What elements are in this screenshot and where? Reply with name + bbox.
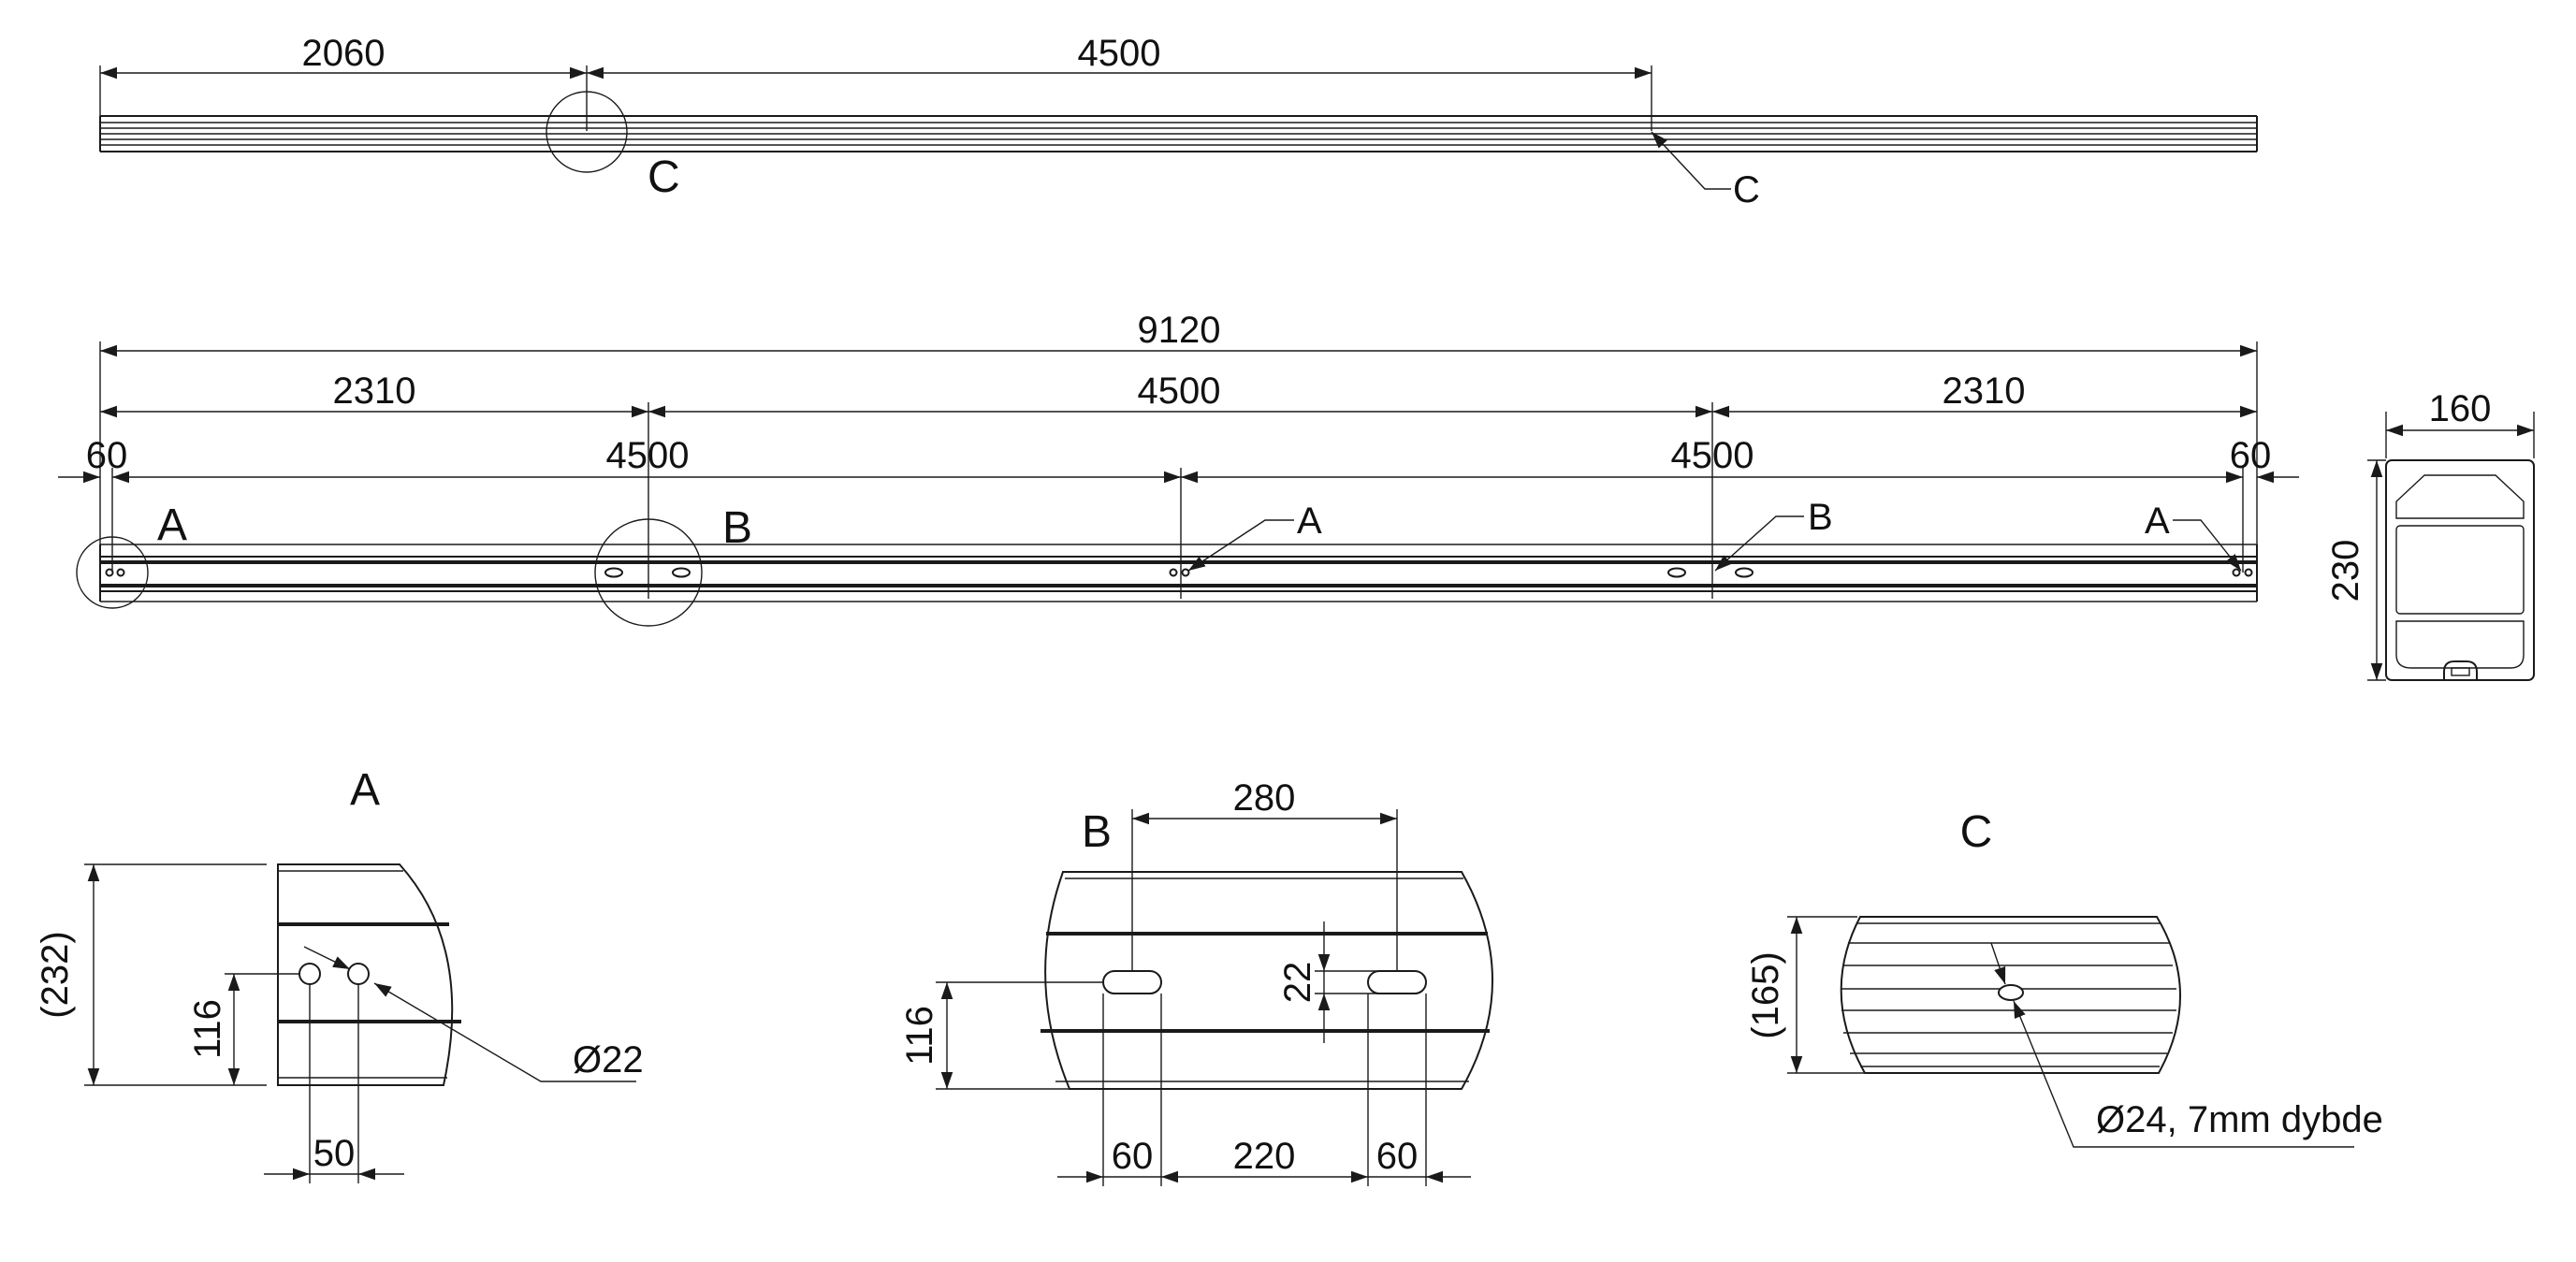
dimension-label: (232)	[35, 931, 76, 1018]
dimension-label: 230	[2325, 540, 2366, 602]
detail-a: A (232) 116 50 Ø22	[35, 765, 644, 1183]
callout-label: Ø22	[573, 1039, 644, 1081]
dimension-label: 4500	[606, 435, 690, 476]
slot	[1367, 970, 1427, 994]
dimension-label: 4500	[1138, 370, 1221, 412]
dimension-label: 220	[1233, 1136, 1296, 1177]
dimension-label: 60	[1112, 1136, 1154, 1177]
dimension-label: 2310	[1943, 370, 2026, 412]
dimension-label: 22	[1277, 962, 1318, 1004]
callout-label: Ø24, 7mm dybde	[2096, 1099, 2383, 1140]
hole	[105, 568, 114, 577]
detail-label: A	[157, 500, 187, 550]
dimension-label: 280	[1233, 777, 1296, 819]
hole	[298, 963, 321, 985]
detail-a-outline	[277, 863, 461, 1086]
detail-c-circle	[546, 91, 628, 173]
leader-line	[1714, 515, 1804, 572]
detail-b-outline	[1041, 871, 1493, 1090]
side-view: 9120 2310 4500 2310 60 4500 4500 60	[58, 310, 2299, 627]
detail-label: C	[648, 152, 680, 202]
detail-b: B 280 22 116	[899, 777, 1493, 1186]
hole	[1169, 568, 1178, 577]
dimension-label: (165)	[1745, 951, 1786, 1038]
dimension-label: 60	[1376, 1136, 1419, 1177]
leader-line	[373, 982, 636, 1082]
dimension-label: 4500	[1078, 33, 1161, 74]
detail-c: C (165) Ø24, 7mm dybde	[1745, 807, 2383, 1148]
dimension-label: 160	[2429, 388, 2492, 429]
profile-outline	[2385, 459, 2535, 681]
dimension-label: 60	[86, 435, 128, 476]
detail-label: B	[1808, 497, 1833, 538]
hole	[116, 568, 125, 577]
hole	[1998, 984, 2024, 1001]
beam-top-outline	[99, 115, 2258, 152]
cross-section: 160 230	[2325, 388, 2535, 681]
hole	[2232, 568, 2241, 577]
slot	[1667, 567, 1686, 578]
dimension-label: 116	[187, 999, 228, 1059]
hole	[1181, 568, 1190, 577]
dimension-label: 60	[2230, 435, 2272, 476]
detail-title: C	[1960, 807, 1993, 857]
beam-side-outline	[99, 544, 2258, 602]
leader-line	[2173, 519, 2242, 572]
dimension-label: 9120	[1138, 310, 1221, 351]
dimension-label: 2310	[333, 370, 416, 412]
leader-line	[1651, 131, 1731, 190]
slot	[672, 567, 691, 578]
detail-label: A	[2145, 500, 2170, 542]
hole	[2244, 568, 2253, 577]
detail-label: B	[722, 503, 752, 553]
dimension-label: 4500	[1671, 435, 1754, 476]
top-view: 2060 4500 C C	[99, 33, 2258, 210]
leader-line	[1187, 519, 1294, 572]
detail-label: C	[1733, 169, 1760, 210]
leader-line	[2013, 1000, 2354, 1148]
slot	[1735, 567, 1754, 578]
dimension-label: 116	[899, 1006, 940, 1066]
dimension-label: 50	[313, 1133, 356, 1174]
detail-a-circle	[76, 536, 149, 609]
detail-title: A	[350, 765, 380, 815]
hole	[347, 963, 370, 985]
detail-title: B	[1082, 807, 1112, 857]
slot	[604, 567, 623, 578]
slot	[1102, 970, 1162, 994]
detail-b-circle	[594, 518, 703, 627]
detail-label: A	[1297, 500, 1322, 542]
dimension-label: 2060	[302, 33, 386, 74]
